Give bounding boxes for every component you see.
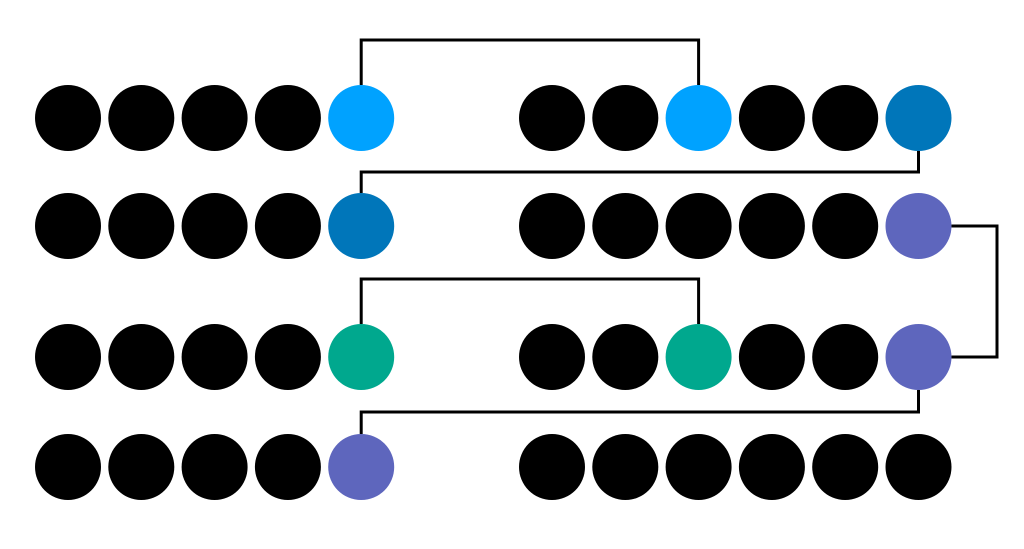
dot-row1-left-2 [108, 85, 175, 151]
dot-row3-left-5 [328, 324, 395, 390]
dot-row1-right-4 [738, 85, 805, 151]
dot-row3-right-3 [665, 324, 732, 390]
dot-row1-left-3 [181, 85, 248, 151]
dot-row3-left-3 [181, 324, 248, 390]
dot-row3-right-1 [519, 324, 585, 390]
dot-row2-right-4 [738, 193, 805, 259]
connector-line-5 [359, 390, 920, 434]
dot-row3-right-2 [592, 324, 659, 390]
dot-row2-left-4 [254, 193, 321, 259]
dot-row2-left-3 [181, 193, 248, 259]
dot-row2-left-2 [108, 193, 175, 259]
dot-row4-right-5 [812, 434, 879, 500]
dot-row3-right-5 [812, 324, 879, 390]
dot-row2-right-6 [885, 193, 952, 259]
connector-line-3 [951, 224, 999, 359]
dot-row1-left-1 [35, 85, 101, 151]
connector-line-1 [359, 38, 701, 85]
dot-row1-right-5 [812, 85, 879, 151]
dot-row2-right-5 [812, 193, 879, 259]
dot-row1-right-1 [519, 85, 585, 151]
dot-row3-left-4 [254, 324, 321, 390]
dot-row1-right-3 [665, 85, 732, 151]
dot-row4-right-6 [885, 434, 952, 500]
dot-row2-left-5 [328, 193, 395, 259]
dot-row3-left-2 [108, 324, 175, 390]
connector-line-4 [359, 277, 701, 324]
dot-row3-right-4 [738, 324, 805, 390]
dot-row4-left-5 [328, 434, 395, 500]
dot-row4-left-4 [254, 434, 321, 500]
dot-row2-right-2 [592, 193, 659, 259]
dot-layer [35, 85, 952, 500]
dot-row2-right-1 [519, 193, 585, 259]
dot-row4-right-2 [592, 434, 659, 500]
dot-row4-left-2 [108, 434, 175, 500]
dot-row1-right-6 [885, 85, 952, 151]
dot-row4-right-1 [519, 434, 585, 500]
dot-row4-left-3 [181, 434, 248, 500]
dot-row3-left-1 [35, 324, 101, 390]
dot-row4-right-3 [665, 434, 732, 500]
dot-row1-left-4 [254, 85, 321, 151]
dot-row1-left-5 [328, 85, 395, 151]
dot-row3-right-6 [885, 324, 952, 390]
dot-row1-right-2 [592, 85, 659, 151]
connector-line-2 [359, 151, 920, 193]
dot-row2-left-1 [35, 193, 101, 259]
dot-row4-right-4 [738, 434, 805, 500]
dot-row4-left-1 [35, 434, 101, 500]
dot-row2-right-3 [665, 193, 732, 259]
connector-layer [359, 38, 999, 434]
